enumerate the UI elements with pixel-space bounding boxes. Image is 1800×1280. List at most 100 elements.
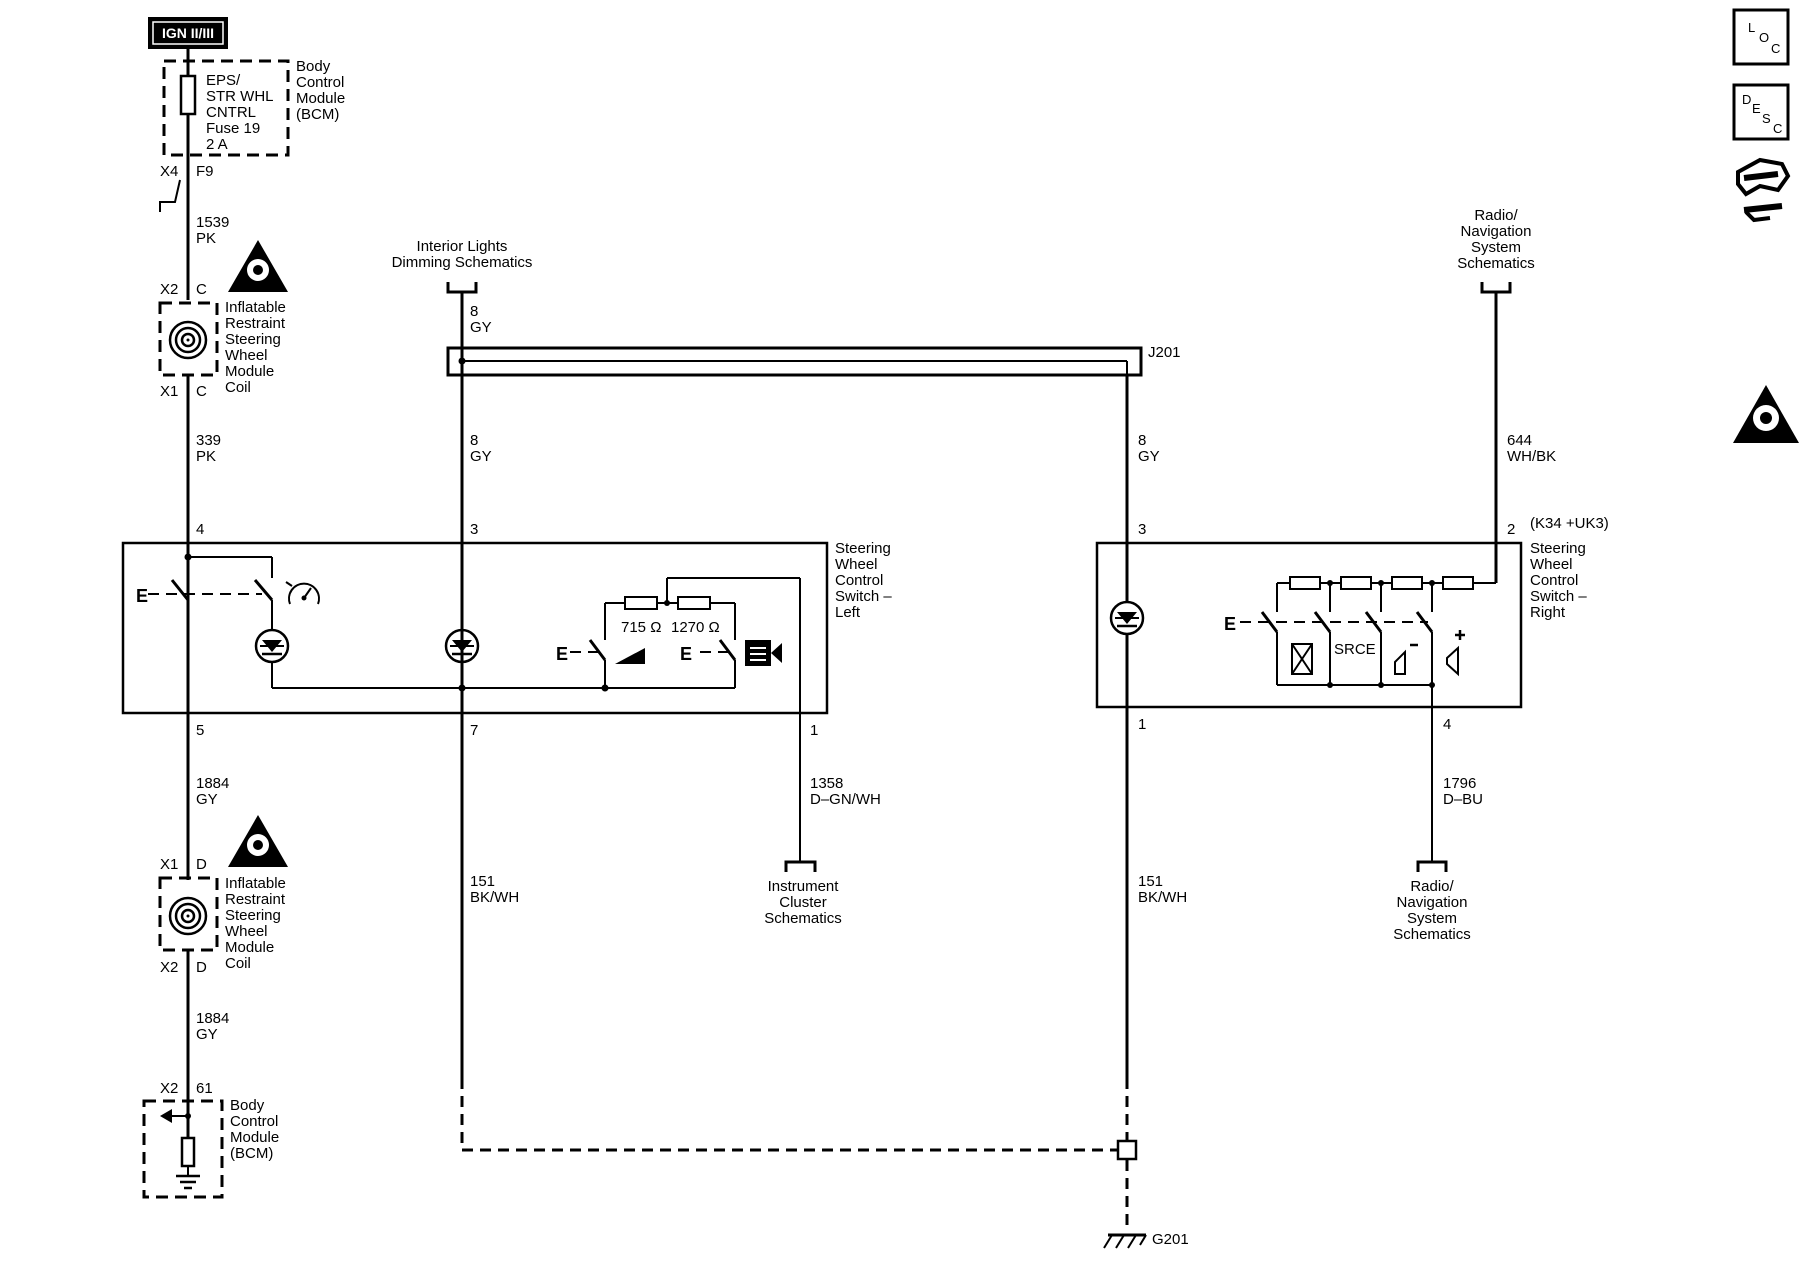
svg-text:(BCM): (BCM) bbox=[296, 106, 339, 123]
svg-text:STR WHL: STR WHL bbox=[206, 88, 274, 105]
lamp-led-right bbox=[1109, 600, 1145, 636]
pin-f9: F9 bbox=[196, 163, 214, 180]
svg-text:Schematics: Schematics bbox=[1457, 255, 1535, 272]
svg-text:BK/WH: BK/WH bbox=[1138, 889, 1187, 906]
interior-lights-ref: Interior Lights Dimming Schematics bbox=[392, 238, 533, 294]
svg-text:GY: GY bbox=[1138, 448, 1160, 465]
svg-text:1884: 1884 bbox=[196, 775, 229, 792]
svg-text:Wheel: Wheel bbox=[225, 923, 268, 940]
svg-text:151: 151 bbox=[1138, 873, 1163, 890]
airbag-warning-icon-lower bbox=[228, 815, 288, 867]
svg-text:2: 2 bbox=[1507, 521, 1515, 538]
radio-nav-ref-top: Radio/ Navigation System Schematics bbox=[1457, 207, 1535, 294]
svg-text:Coil: Coil bbox=[225, 379, 251, 396]
svg-text:8: 8 bbox=[470, 303, 478, 320]
connector-icon[interactable] bbox=[1736, 157, 1791, 223]
svg-text:Inflatable: Inflatable bbox=[225, 299, 286, 316]
svg-text:Coil: Coil bbox=[225, 955, 251, 972]
svg-text:Steering: Steering bbox=[1530, 540, 1586, 557]
svg-text:339: 339 bbox=[196, 432, 221, 449]
svg-text:E: E bbox=[556, 644, 568, 664]
svg-text:7: 7 bbox=[470, 722, 478, 739]
svg-text:2 A: 2 A bbox=[206, 136, 228, 153]
svg-text:Instrument: Instrument bbox=[768, 878, 840, 895]
ground-g201: G201 bbox=[1103, 1231, 1189, 1249]
svg-text:J201: J201 bbox=[1148, 344, 1181, 361]
svg-text:61: 61 bbox=[196, 1080, 213, 1097]
svg-text:4: 4 bbox=[196, 521, 204, 538]
steering-wheel-control-switch-left: 4 3 5 7 1 Steering Wheel Control Switch … bbox=[121, 521, 892, 862]
svg-text:CNTRL: CNTRL bbox=[206, 104, 256, 121]
svg-text:E: E bbox=[1224, 614, 1236, 634]
connector-symbol bbox=[159, 179, 181, 212]
svg-text:GY: GY bbox=[470, 448, 492, 465]
svg-text:Body: Body bbox=[230, 1097, 265, 1114]
clockspring-coil-bottom bbox=[158, 876, 219, 952]
svg-text:(BCM): (BCM) bbox=[230, 1145, 273, 1162]
svg-text:D: D bbox=[196, 856, 207, 873]
svg-text:X2: X2 bbox=[160, 281, 178, 298]
svg-text:Cluster: Cluster bbox=[779, 894, 827, 911]
volume-down-icon bbox=[1394, 643, 1418, 675]
svg-text:C: C bbox=[196, 383, 207, 400]
svg-text:X2: X2 bbox=[160, 1080, 178, 1097]
svg-text:8: 8 bbox=[470, 432, 478, 449]
svg-text:1358: 1358 bbox=[810, 775, 843, 792]
svg-text:Steering: Steering bbox=[835, 540, 891, 557]
svg-text:GY: GY bbox=[196, 791, 218, 808]
svg-text:151: 151 bbox=[470, 873, 495, 890]
svg-text:Navigation: Navigation bbox=[1397, 894, 1468, 911]
svg-text:Module: Module bbox=[230, 1129, 279, 1146]
cruise-control-icon bbox=[285, 581, 320, 605]
ground-stud bbox=[1116, 1139, 1138, 1161]
svg-text:Dimming Schematics: Dimming Schematics bbox=[392, 254, 533, 271]
loc-icon[interactable]: L O C bbox=[1732, 8, 1790, 66]
voice-camera-icon bbox=[745, 640, 782, 666]
svg-text:Navigation: Navigation bbox=[1461, 223, 1532, 240]
svg-text:C: C bbox=[1771, 41, 1780, 56]
svg-text:3: 3 bbox=[470, 521, 478, 538]
svg-text:Control: Control bbox=[1530, 572, 1578, 589]
connector-x4: X4 bbox=[160, 163, 178, 180]
svg-text:System: System bbox=[1471, 239, 1521, 256]
svg-text:C: C bbox=[1773, 121, 1782, 136]
svg-text:G201: G201 bbox=[1152, 1231, 1189, 1248]
svg-text:E: E bbox=[680, 644, 692, 664]
volume-ramp-icon bbox=[615, 648, 645, 664]
bcm-label-top: Body Control Module (BCM) bbox=[296, 58, 345, 123]
svg-text:4: 4 bbox=[1443, 716, 1451, 733]
svg-text:1: 1 bbox=[810, 722, 818, 739]
svg-text:GY: GY bbox=[470, 319, 492, 336]
bcm-bottom-box bbox=[142, 1099, 224, 1199]
clockspring-coil-top bbox=[158, 301, 219, 377]
fuse-symbol bbox=[179, 74, 197, 116]
ign-source: IGN II/III bbox=[148, 17, 228, 49]
lamp-led-left bbox=[254, 628, 290, 664]
svg-text:WH/BK: WH/BK bbox=[1507, 448, 1556, 465]
source-label: SRCE bbox=[1334, 641, 1376, 658]
svg-text:Control: Control bbox=[835, 572, 883, 589]
svg-text:Right: Right bbox=[1530, 604, 1566, 621]
svg-text:L: L bbox=[1748, 20, 1755, 35]
svg-text:Schematics: Schematics bbox=[764, 910, 842, 927]
svg-text:Steering: Steering bbox=[225, 331, 281, 348]
svg-text:Control: Control bbox=[230, 1113, 278, 1130]
airbag-warning-icon bbox=[228, 240, 288, 292]
airbag-icon[interactable] bbox=[1733, 385, 1799, 443]
svg-text:8: 8 bbox=[1138, 432, 1146, 449]
svg-text:D–BU: D–BU bbox=[1443, 791, 1483, 808]
instrument-cluster-ref: Instrument Cluster Schematics bbox=[764, 860, 842, 927]
svg-text:D: D bbox=[1742, 92, 1751, 107]
svg-text:PK: PK bbox=[196, 448, 216, 465]
svg-text:644: 644 bbox=[1507, 432, 1532, 449]
svg-text:Body: Body bbox=[296, 58, 331, 75]
svg-text:Switch –: Switch – bbox=[835, 588, 892, 605]
svg-text:C: C bbox=[196, 281, 207, 298]
svg-text:IGN II/III: IGN II/III bbox=[162, 25, 214, 41]
desc-icon[interactable]: D E S C bbox=[1732, 83, 1790, 141]
svg-text:X1: X1 bbox=[160, 856, 178, 873]
svg-text:D–GN/WH: D–GN/WH bbox=[810, 791, 881, 808]
svg-text:Radio/: Radio/ bbox=[1410, 878, 1454, 895]
svg-text:Wheel: Wheel bbox=[225, 347, 268, 364]
